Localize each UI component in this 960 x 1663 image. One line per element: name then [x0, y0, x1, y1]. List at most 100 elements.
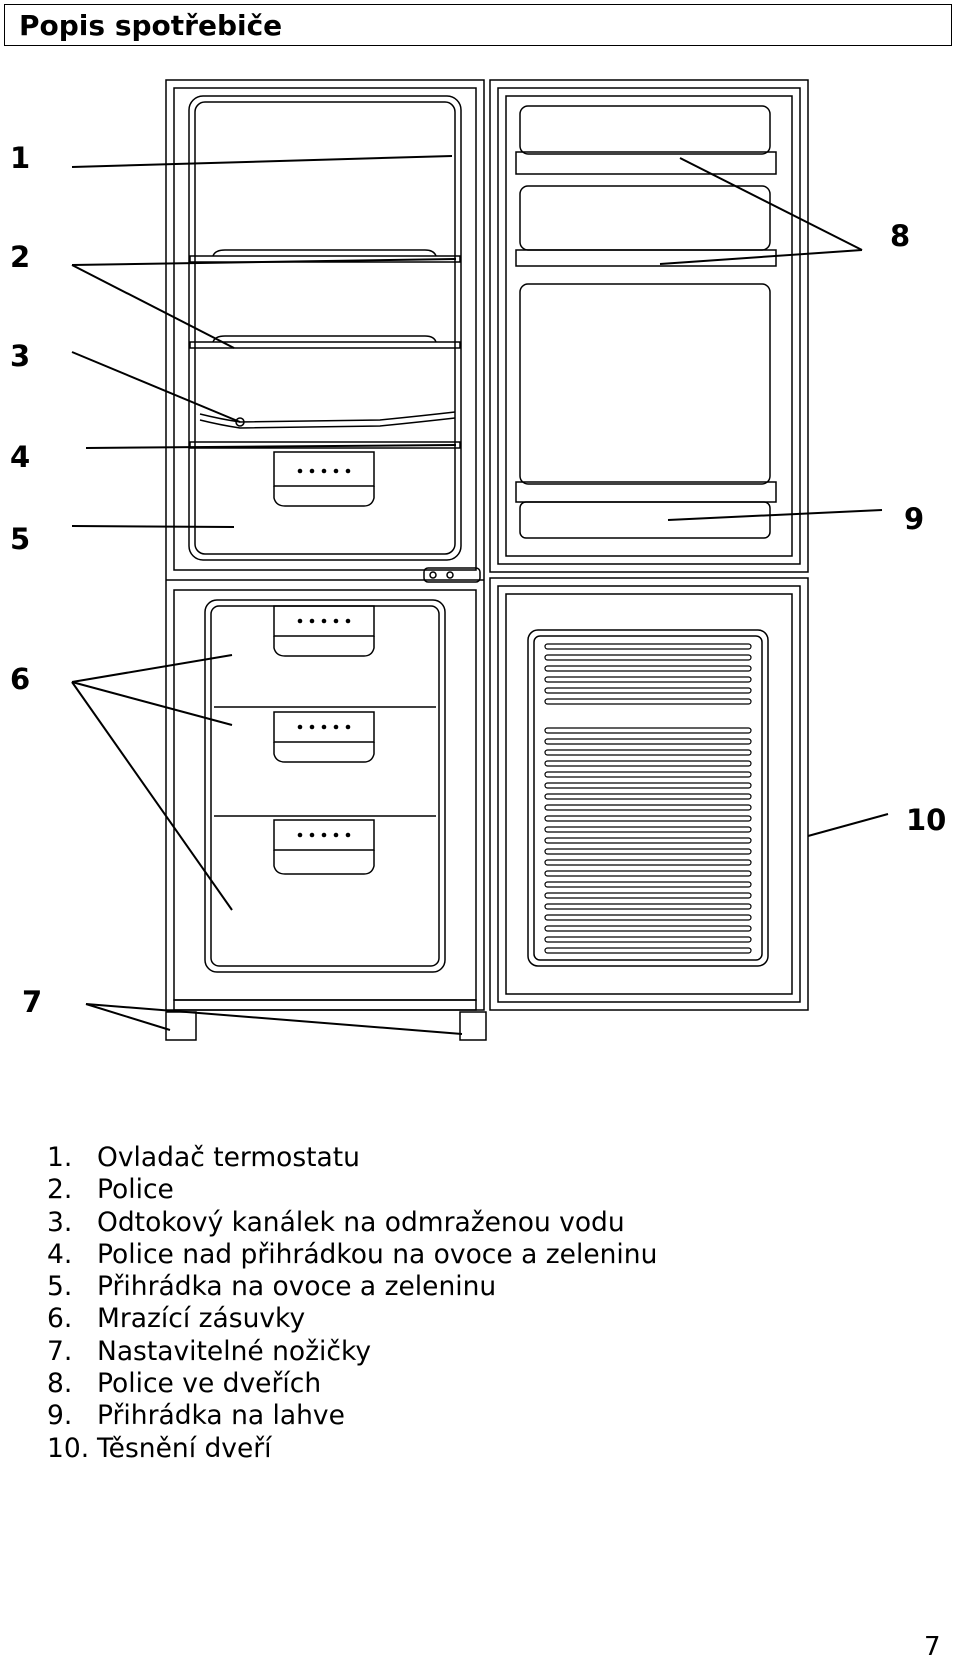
- legend-item-text: Přihrádka na lahve: [97, 1400, 345, 1432]
- freezer-door-rib: [544, 859, 752, 866]
- page-title: Popis spotřebiče: [19, 9, 283, 42]
- callout-2: 2: [10, 240, 31, 274]
- legend-item: 4. Police nad přihrádkou na ovoce a zelen…: [47, 1239, 657, 1271]
- leader-line-2: [71, 264, 235, 349]
- leader-line-8: [659, 249, 863, 265]
- legend-item-text: Mrazící zásuvky: [97, 1303, 306, 1335]
- legend-item: 9.Přihrádka na lahve: [47, 1400, 657, 1432]
- legend-item-number: 3.: [47, 1206, 73, 1238]
- freezer-door-rib: [544, 936, 752, 943]
- legend-item-number: 7.: [47, 1335, 73, 1367]
- freezer-door-rib: [544, 727, 752, 734]
- legend-item-text: Police ve dveřích: [97, 1368, 322, 1400]
- legend-item-text: Těsnění dveří: [97, 1432, 272, 1464]
- adjustable-foot: [459, 1011, 487, 1041]
- callout-8: 8: [890, 219, 911, 253]
- freezer-interior: [204, 599, 446, 973]
- leader-line-1: [71, 155, 453, 168]
- legend-item: 2.Police: [47, 1174, 657, 1206]
- callout-3: 3: [10, 339, 31, 373]
- leader-line-7: [85, 1003, 463, 1035]
- drain-channel: [199, 417, 456, 429]
- legend-item-number: 6.: [47, 1303, 73, 1335]
- freezer-door-rib: [544, 826, 752, 833]
- leader-line-5: [71, 525, 235, 528]
- legend-item: 5. Přihrádka na ovoce a zeleninu: [47, 1271, 657, 1303]
- legend-item-number: 8.: [47, 1368, 73, 1400]
- freezer-door-rib: [544, 738, 752, 745]
- parts-legend: 1. Ovladač termostatu 2.Police 3. Odtokový…: [47, 1142, 657, 1465]
- freezer-door-rib: [544, 815, 752, 822]
- freezer-door-panel: [527, 629, 769, 967]
- leader-line-2: [71, 258, 457, 266]
- freezer-door-rib: [544, 665, 752, 672]
- freezer-door: [489, 577, 809, 1011]
- freezer-door-rib: [544, 914, 752, 921]
- adjustable-foot: [165, 1011, 197, 1041]
- freezer-door-rib: [544, 793, 752, 800]
- callout-1: 1: [10, 141, 31, 175]
- legend-item-number: 5.: [47, 1271, 73, 1303]
- bottle-rack: [515, 481, 777, 503]
- legend-item-number: 10.: [47, 1432, 90, 1464]
- legend-item: 8. Police ve dveřích: [47, 1368, 657, 1400]
- legend-item-text: Ovladač termostatu: [97, 1142, 360, 1173]
- callout-5: 5: [10, 522, 31, 556]
- legend-item-number: 1.: [47, 1142, 73, 1173]
- callout-10: 10: [906, 803, 947, 837]
- crisper-panel: [273, 451, 375, 487]
- callout-6: 6: [10, 662, 31, 696]
- callout-7: 7: [22, 985, 43, 1019]
- freezer-door-rib: [544, 903, 752, 910]
- legend-item: 3. Odtokový kanálek na odmraženou vodu: [47, 1207, 657, 1239]
- door-shelf: [515, 151, 777, 175]
- legend-item: 1. Ovladač termostatu: [47, 1142, 657, 1174]
- fridge-diagram: [71, 79, 889, 1041]
- freezer-door-rib: [544, 749, 752, 756]
- leader-line-4: [85, 444, 457, 449]
- fridge-interior: [188, 95, 462, 561]
- leader-line-8: [679, 157, 863, 251]
- freezer-drawer-front: [273, 605, 375, 637]
- freezer-door-ribs: [544, 643, 752, 954]
- leader-line-6: [71, 681, 233, 911]
- callout-4: 4: [10, 440, 31, 474]
- fridge-shelf: [189, 341, 461, 349]
- freezer-door-rib: [544, 687, 752, 694]
- freezer-door-rib: [544, 782, 752, 789]
- page-number: 7: [924, 1632, 941, 1662]
- freezer-door-rib: [544, 698, 752, 705]
- leader-line-7: [85, 1003, 171, 1031]
- freezer-door-rib: [544, 654, 752, 661]
- freezer-door-rib: [544, 771, 752, 778]
- fridge-door: [489, 79, 809, 573]
- leader-line-3: [71, 351, 241, 423]
- legend-item-text: Přihrádka na ovoce a zeleninu: [97, 1271, 497, 1303]
- legend-item-text: Nastavitelné nožičky: [97, 1335, 372, 1367]
- freezer-door-rib: [544, 947, 752, 954]
- freezer-door-rib: [544, 870, 752, 877]
- leader-line-6: [71, 681, 233, 726]
- freezer-door-rib: [544, 837, 752, 844]
- legend-item-text: Odtokový kanálek na odmraženou vodu: [97, 1206, 625, 1238]
- freezer-drawer-front: [273, 819, 375, 851]
- crisper-shelf: [189, 441, 461, 449]
- legend-item-text: Police nad přihrádkou na ovoce a zelenin…: [97, 1238, 658, 1270]
- base-plinth: [173, 999, 477, 1011]
- freezer-door-rib: [544, 925, 752, 932]
- freezer-door-rib: [544, 676, 752, 683]
- leader-line-9: [667, 509, 883, 521]
- title-box: Popis spotřebiče: [4, 4, 952, 46]
- door-shelf: [515, 249, 777, 267]
- cabinet-body: [165, 79, 485, 1011]
- freezer-door-rib: [544, 643, 752, 650]
- freezer-door-rib: [544, 892, 752, 899]
- freezer-door-rib: [544, 881, 752, 888]
- thermostat-control: [423, 567, 481, 583]
- legend-item: 10.Těsnění dveří: [47, 1433, 657, 1465]
- freezer-drawer-front: [273, 711, 375, 743]
- legend-item-number: 2.: [47, 1174, 73, 1206]
- legend-item-number: 4.: [47, 1238, 73, 1270]
- leader-line-10: [807, 813, 889, 837]
- legend-item: 7. Nastavitelné nožičky: [47, 1336, 657, 1368]
